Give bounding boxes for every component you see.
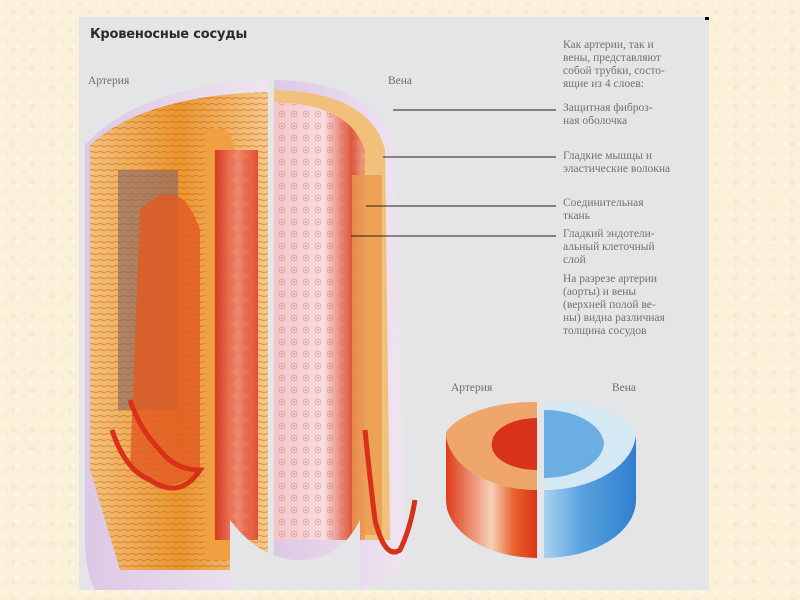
page-title: Кровеносные сосуды	[90, 27, 248, 42]
ring-comparison	[445, 401, 636, 558]
ring-artery-label: Артерия	[451, 382, 493, 394]
layer-label-fibrous: Защитная фиброз-ная оболочка	[563, 102, 653, 127]
artery-cross-section	[85, 80, 268, 590]
slide-marker	[705, 17, 709, 20]
ring-vein-label: Вена	[612, 382, 637, 394]
artery-label: Артерия	[88, 75, 130, 87]
caption-text: На разрезе артерии(аорты) и вены (верхне…	[563, 273, 665, 337]
vein-label: Вена	[388, 75, 413, 87]
vein-cross-section	[230, 80, 418, 590]
